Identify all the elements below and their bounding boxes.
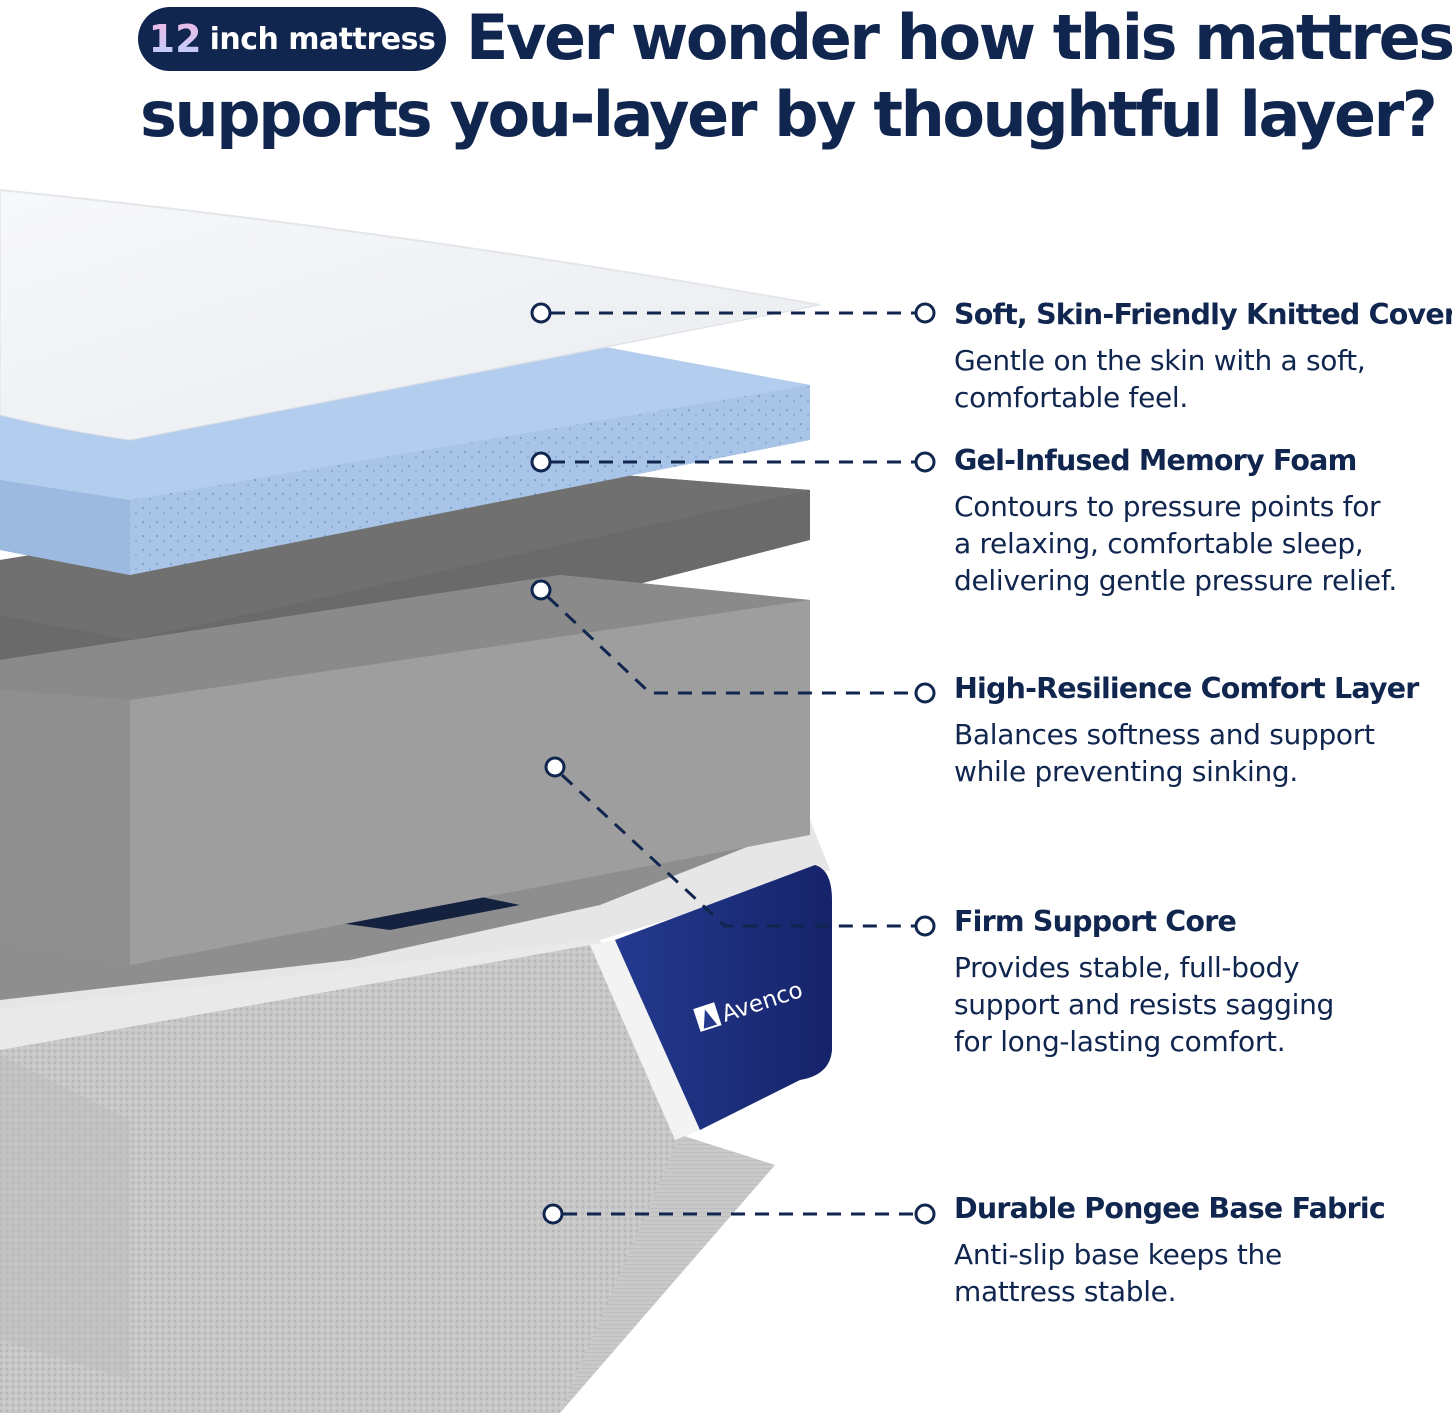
layer-description: Anti-slip base keeps the mattress stable…: [954, 1236, 1452, 1310]
knitted-cover-layer: [0, 189, 821, 441]
layer-base-callout: Durable Pongee Base Fabric Anti-slip bas…: [954, 1192, 1452, 1310]
headline-line-2: supports you-layer by thoughtful layer?: [140, 78, 1438, 151]
layer-comfort-callout: High-Resilience Comfort Layer Balances s…: [954, 672, 1452, 790]
description-line: Provides stable, full-body: [954, 951, 1300, 985]
description-line: while preventing sinking.: [954, 755, 1298, 789]
description-line: mattress stable.: [954, 1275, 1177, 1309]
layer-title: Soft, Skin-Friendly Knitted Cover: [954, 298, 1452, 331]
leader-base: [542, 1203, 936, 1225]
description-line: Balances softness and support: [954, 718, 1375, 752]
layer-title: Firm Support Core: [954, 905, 1237, 938]
badge-label: inch mattress: [209, 21, 436, 57]
description-line: delivering gentle pressure relief.: [954, 564, 1397, 598]
core-foam-block: [0, 575, 810, 965]
layer-title: Durable Pongee Base Fabric: [954, 1192, 1386, 1225]
leader-gel: [530, 451, 936, 473]
leader-cover: [530, 302, 936, 324]
description-line: comfortable feel.: [954, 381, 1189, 415]
description-line: for long-lasting comfort.: [954, 1025, 1286, 1059]
description-line: support and resists sagging: [954, 988, 1335, 1022]
header: 12 inch mattress Ever wonder how this ma…: [0, 0, 1452, 170]
badge-number: 12: [148, 17, 202, 61]
leader-core: [544, 756, 936, 937]
headline-line-1: Ever wonder how this mattress: [466, 1, 1452, 74]
layer-description: Provides stable, full-body support and r…: [954, 949, 1452, 1060]
layer-cover-callout: Soft, Skin-Friendly Knitted Cover Gentle…: [954, 298, 1452, 416]
layer-description: Balances softness and support while prev…: [954, 716, 1452, 790]
size-badge: 12 inch mattress: [138, 7, 446, 71]
layer-title: High-Resilience Comfort Layer: [954, 672, 1419, 705]
layer-core-callout: Firm Support Core Provides stable, full-…: [954, 905, 1452, 1060]
description-line: Gentle on the skin with a soft,: [954, 344, 1366, 378]
description-line: a relaxing, comfortable sleep,: [954, 527, 1364, 561]
layer-gel-callout: Gel-Infused Memory Foam Contours to pres…: [954, 444, 1452, 599]
description-line: Contours to pressure points for: [954, 490, 1381, 524]
leader-lines: [530, 302, 936, 1225]
layer-description: Gentle on the skin with a soft, comforta…: [954, 342, 1452, 416]
layer-description: Contours to pressure points for a relaxi…: [954, 488, 1452, 599]
leader-comfort: [530, 579, 936, 704]
layer-title: Gel-Infused Memory Foam: [954, 444, 1357, 477]
description-line: Anti-slip base keeps the: [954, 1238, 1282, 1272]
